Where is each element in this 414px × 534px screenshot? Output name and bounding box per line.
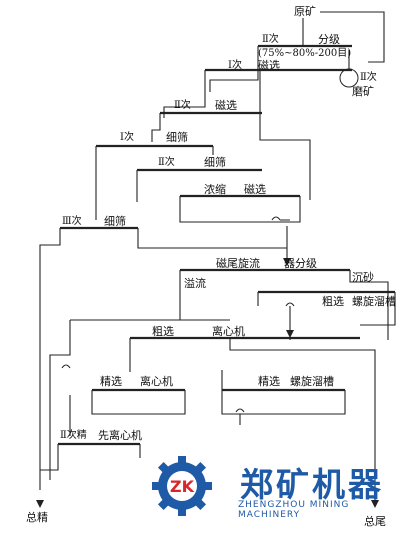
crossover-1 bbox=[271, 216, 290, 221]
first-centrifuge-label: 先离心机 bbox=[98, 429, 142, 442]
middlings-line bbox=[49, 320, 71, 480]
crossover-3 bbox=[61, 364, 71, 369]
cleaner-spiral-label: 精选 bbox=[258, 375, 280, 388]
stage2-regrind-label: Ⅱ次 bbox=[360, 72, 377, 83]
thicken-label: 浓缩 bbox=[204, 183, 226, 196]
stage2-fine-screen-label: Ⅱ次 bbox=[158, 157, 175, 168]
grind-note-label: (75%~80%-200目) bbox=[258, 48, 352, 59]
classify-underflow bbox=[209, 46, 259, 92]
brand-name: 郑矿机器 bbox=[240, 465, 384, 504]
sand-label: 沉砂 bbox=[352, 271, 374, 284]
return-line-classify bbox=[320, 11, 385, 63]
raw-ore-label: 原矿 bbox=[294, 5, 316, 18]
centrifuge-2-label: 离心机 bbox=[140, 375, 173, 388]
cleaner-centrifuge-label: 精选 bbox=[100, 375, 122, 388]
stage3-fine-screen-label: Ⅲ次 bbox=[62, 216, 82, 227]
stage2-classify-label: Ⅱ次 bbox=[262, 34, 279, 45]
fine-screen-1-label: 细筛 bbox=[166, 131, 188, 144]
regrind-label: 磨矿 bbox=[352, 85, 374, 98]
spiral-chute-2-label: 螺旋溜槽 bbox=[290, 375, 334, 388]
total-tailings-label: 总尾 bbox=[364, 515, 386, 528]
tailings-line bbox=[229, 338, 376, 500]
spiral-2-tank bbox=[221, 370, 346, 415]
spiral-1-tail bbox=[360, 292, 396, 326]
arrow-tailings bbox=[371, 500, 379, 508]
mag-sep-2-out bbox=[151, 113, 161, 142]
brand-subtitle: ZHENGZHOU MINING MACHINERY bbox=[238, 500, 350, 520]
rougher-centrifuge-label: 粗选 bbox=[152, 325, 174, 338]
crossover-2 bbox=[285, 302, 295, 307]
spiral-chute-1-label: 螺旋溜槽 bbox=[352, 295, 396, 308]
logo-badge-text: ZK bbox=[170, 477, 195, 496]
fine-screen-2-label: 细筛 bbox=[204, 156, 226, 169]
total-concentrate-label: 总精 bbox=[26, 511, 48, 524]
mag-sep-3-label: 磁选 bbox=[244, 183, 266, 196]
zk-gear-logo: ZK bbox=[152, 456, 212, 516]
mag-sep-3-tank bbox=[179, 196, 301, 223]
stage1-mag-sep-label: Ⅰ次 bbox=[228, 60, 242, 71]
stage2-concentrate-label: Ⅱ次精 bbox=[60, 430, 87, 441]
arrow-spiral bbox=[286, 330, 294, 338]
rougher-spiral-label: 粗选 bbox=[322, 295, 344, 308]
sand-line bbox=[349, 270, 389, 340]
crossover-4 bbox=[235, 408, 245, 413]
mag-tail-cyclone-label: 磁尾旋流 bbox=[216, 257, 260, 270]
mag-sep-1-label: 磁选 bbox=[258, 59, 280, 72]
mag-sep-2-label: 磁选 bbox=[215, 99, 237, 112]
overflow-label: 溢流 bbox=[184, 277, 206, 290]
stage2-mag-sep-label: Ⅱ次 bbox=[174, 100, 191, 111]
classify-label: 分级 bbox=[318, 33, 340, 46]
centrifuge-2-tank bbox=[91, 390, 186, 415]
first-centrifuge-out bbox=[40, 444, 59, 471]
arrow-concentrate bbox=[36, 500, 44, 508]
concentrate-line bbox=[39, 228, 61, 490]
centrifuge-1-label: 离心机 bbox=[212, 325, 245, 338]
arrow-cyclone bbox=[283, 258, 291, 266]
mag-sep-1-tail bbox=[259, 70, 311, 200]
stage1-fine-screen-label: Ⅰ次 bbox=[120, 132, 134, 143]
fine-screen-3-label: 细筛 bbox=[104, 215, 126, 228]
fine-screen-3-over bbox=[137, 228, 287, 249]
classifier-label: 器分级 bbox=[284, 257, 317, 270]
